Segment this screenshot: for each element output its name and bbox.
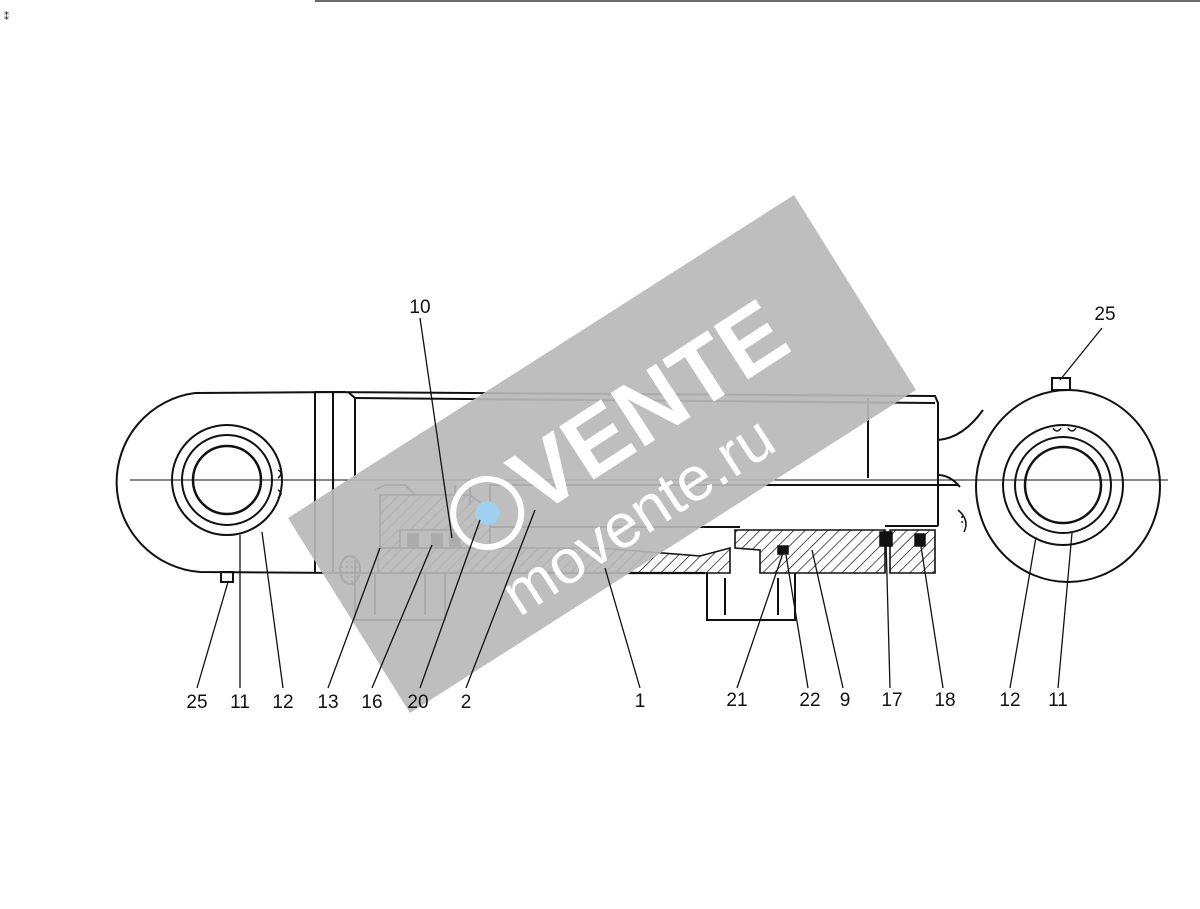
right-eye xyxy=(975,377,1161,583)
bottom-callouts: 25 11 12 13 16 20 2 1 21 22 9 17 18 12 1… xyxy=(186,690,1067,713)
callout-label: 18 xyxy=(934,690,955,711)
callout-label: 11 xyxy=(1048,690,1068,711)
watermark: VENTE movente.ru xyxy=(288,195,916,713)
callout-label: 16 xyxy=(361,692,382,713)
callout-label: 21 xyxy=(726,690,747,711)
callout-label: 11 xyxy=(230,692,250,713)
left-eye xyxy=(115,391,346,583)
callout-label: 25 xyxy=(186,692,207,713)
callout-label: 9 xyxy=(840,690,851,711)
callout-label: 2 xyxy=(461,692,472,713)
callout-label: 20 xyxy=(407,692,428,713)
scan-mark: ⁑ xyxy=(4,10,9,23)
callout-label: 1 xyxy=(635,691,646,712)
callout-label: 17 xyxy=(881,690,902,711)
watermark-band xyxy=(288,195,916,713)
watermark-logo-icon xyxy=(450,476,525,551)
callout-label: 13 xyxy=(317,692,338,713)
callout-label: 22 xyxy=(799,690,820,711)
callout-label-top-left: 10 xyxy=(409,297,430,318)
right-port xyxy=(706,573,796,621)
callout-label-top-right: 25 xyxy=(1094,304,1115,325)
callout-label: 12 xyxy=(272,692,293,713)
callout-label: 12 xyxy=(999,690,1020,711)
leader-lines xyxy=(196,317,1103,689)
watermark-logo-dot xyxy=(475,501,500,526)
